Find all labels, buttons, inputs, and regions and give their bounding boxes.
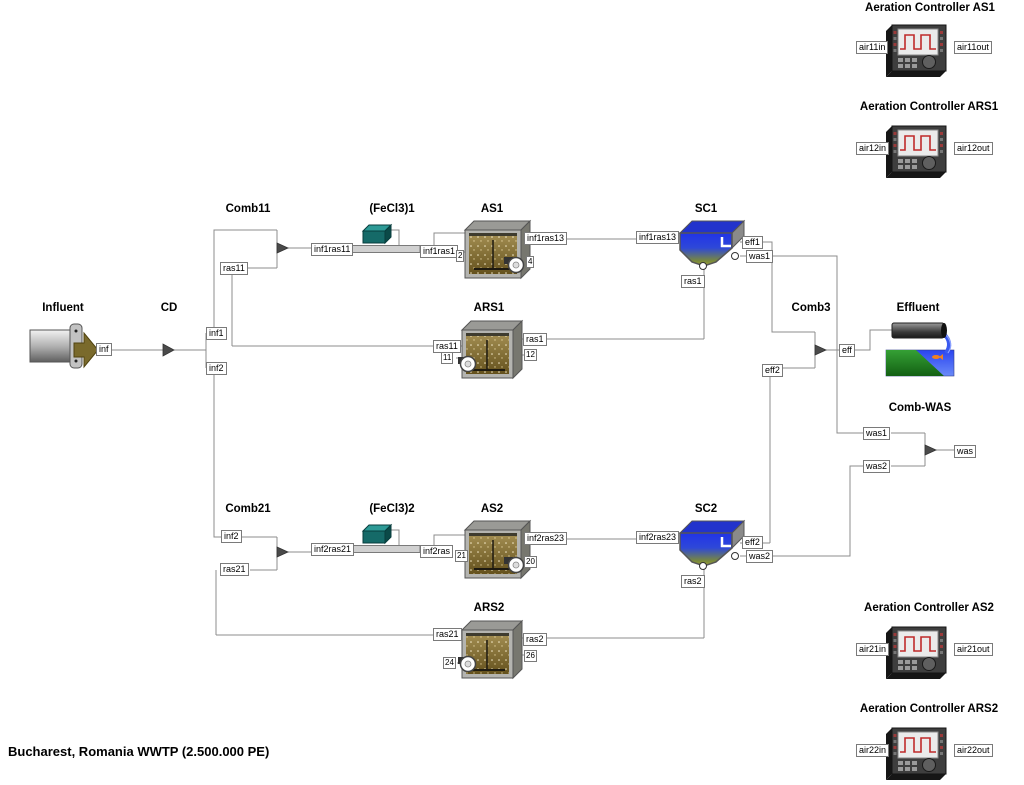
title-sc2: SC2 (694, 503, 718, 515)
port-eff2-sc2: eff2 (742, 536, 763, 549)
dosing-unit-fecl3-2[interactable] (351, 523, 421, 553)
port-tag-24: 24 (443, 657, 456, 669)
port-inf1ras13-sc1: inf1ras13 (636, 231, 680, 244)
title-ars2: ARS2 (473, 602, 505, 614)
title-fecl3-2: (FeCl3)2 (369, 503, 415, 515)
title-comb11: Comb11 (225, 203, 271, 215)
port-tag-4: 4 (526, 256, 535, 268)
comb3-arrow (814, 344, 827, 356)
port-ras1-ars1: ras1 (523, 333, 547, 346)
port-air11in: air11in (856, 41, 889, 54)
plant-caption: Bucharest, Romania WWTP (2.500.000 PE) (8, 744, 270, 759)
port-ras1-sc1: ras1 (681, 275, 705, 288)
title-aeration-controller-as2: Aeration Controller AS2 (864, 602, 994, 614)
title-comb3: Comb3 (791, 302, 831, 314)
port-inf2: inf2 (206, 362, 227, 375)
flow-junction-arrows[interactable] (162, 242, 937, 558)
title-sc1: SC1 (694, 203, 718, 215)
port-tag-12: 12 (524, 349, 537, 361)
title-aeration-controller-ars2: Aeration Controller ARS2 (859, 703, 999, 715)
port-was2-sc2: was2 (746, 550, 774, 563)
title-as2: AS2 (480, 503, 504, 515)
title-comb-was: Comb-WAS (888, 402, 952, 414)
as1-tank-icon[interactable] (463, 219, 532, 280)
port-tag-11: 11 (441, 352, 454, 364)
port-tag-21: 21 (455, 550, 468, 562)
port-was1-sc1: was1 (746, 250, 774, 263)
port-ras21-comb21: ras21 (220, 563, 249, 576)
port-was: was (954, 445, 977, 458)
port-inf2ras21: inf2ras21 (311, 543, 355, 556)
port-inf2-comb21: inf2 (221, 530, 242, 543)
port-was1-combwas: was1 (863, 427, 891, 440)
port-air12in: air12in (856, 142, 890, 155)
port-inf: inf (96, 343, 112, 356)
port-inf1ras12: inf1ras1 (420, 245, 459, 258)
connector-lines (88, 229, 954, 664)
effluent-icon[interactable] (885, 322, 955, 377)
port-air11out: air11out (954, 41, 992, 54)
as2-tank-icon[interactable] (463, 519, 532, 580)
port-inf2ras23-sc2: inf2ras23 (636, 531, 680, 544)
title-fecl3-1: (FeCl3)1 (369, 203, 415, 215)
port-tag-20: 20 (524, 556, 537, 568)
port-tag-2: 2 (456, 250, 465, 262)
port-inf2ras22: inf2ras (420, 545, 454, 558)
dosing-unit-fecl3-1[interactable] (351, 223, 421, 253)
port-inf1: inf1 (206, 327, 227, 340)
title-cd: CD (160, 302, 178, 314)
title-ars1: ARS1 (473, 302, 505, 314)
port-air22in: air22in (856, 744, 890, 757)
aeration-controller-as1-icon[interactable] (886, 24, 947, 77)
port-ras11-comb11: ras11 (220, 262, 248, 275)
title-aeration-controller-as1: Aeration Controller AS1 (865, 2, 995, 14)
port-ras2-sc2: ras2 (681, 575, 705, 588)
sc1-clarifier-icon[interactable] (678, 219, 746, 270)
port-was2-combwas: was2 (863, 460, 891, 473)
comb11-arrow (276, 242, 289, 254)
title-as1: AS1 (480, 203, 504, 215)
aeration-controller-as2-icon[interactable] (886, 626, 947, 679)
cd-splitter-arrow (162, 343, 175, 357)
comb-was-arrow (924, 444, 937, 456)
port-air12out: air12out (954, 142, 993, 155)
comb21-arrow (276, 546, 289, 558)
port-air21out: air21out (954, 643, 993, 656)
port-air21in: air21in (856, 643, 890, 656)
title-influent: Influent (42, 302, 84, 314)
sc2-clarifier-icon[interactable] (678, 519, 746, 570)
aeration-controller-ars2-icon[interactable] (886, 727, 947, 780)
ars1-tank-icon[interactable] (458, 319, 524, 380)
port-ras21-ars2: ras21 (433, 628, 462, 641)
port-ras2-ars2: ras2 (523, 633, 547, 646)
port-eff: eff (839, 344, 855, 357)
title-comb21: Comb21 (225, 503, 271, 515)
port-inf1ras11: inf1ras11 (311, 243, 354, 256)
title-aeration-controller-ars1: Aeration Controller ARS1 (859, 101, 999, 113)
aeration-controller-ars1-icon[interactable] (886, 125, 947, 178)
port-eff2-comb3: eff2 (762, 364, 783, 377)
port-tag-26: 26 (524, 650, 537, 662)
port-inf2ras23-as2: inf2ras23 (524, 532, 568, 545)
port-eff1: eff1 (742, 236, 763, 249)
title-effluent: Effluent (896, 302, 940, 314)
influent-icon[interactable] (29, 323, 99, 369)
port-air22out: air22out (954, 744, 993, 757)
port-inf1ras13-as1: inf1ras13 (524, 232, 568, 245)
ars2-tank-icon[interactable] (458, 619, 524, 680)
